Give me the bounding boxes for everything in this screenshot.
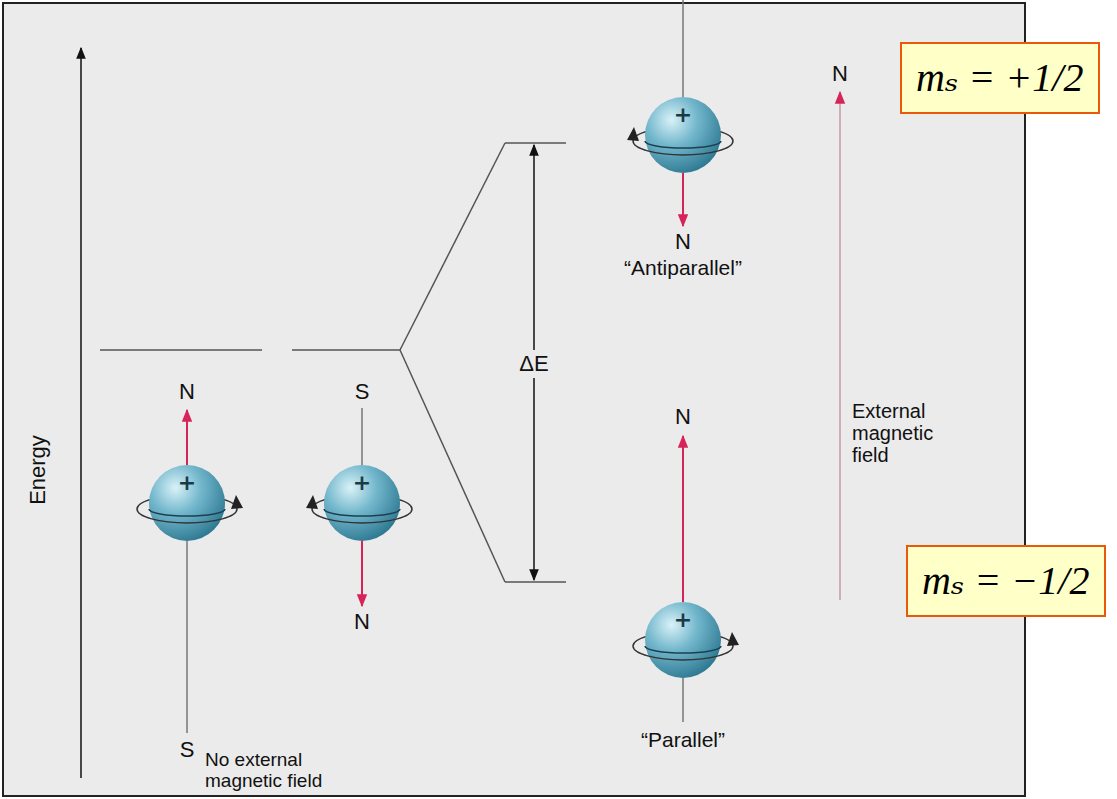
spin-axis [682, 678, 684, 722]
spin-sphere: + [645, 602, 721, 678]
state-label: “Parallel” [641, 728, 725, 751]
spin-axis [361, 408, 363, 465]
pole-label: N [354, 610, 370, 634]
pole-label: S [355, 380, 370, 404]
equator [645, 141, 721, 148]
axis-label: Energy [26, 435, 50, 505]
charge-sign: + [645, 97, 721, 127]
magnetic-moment-arrow [186, 410, 188, 465]
energy-level [505, 142, 566, 144]
energy-level [505, 581, 566, 583]
split-line [400, 350, 505, 582]
equator [645, 646, 721, 653]
rotation-arc [137, 509, 237, 523]
equator [149, 509, 225, 516]
rotation-arrowhead [306, 495, 318, 509]
spin-axis [682, 0, 684, 97]
quantum-number-box: mₛ = −1/2 [906, 545, 1106, 617]
pole-label: S [180, 738, 195, 762]
field-label: External magnetic field [852, 400, 964, 466]
caption-label: No external magnetic field [205, 750, 355, 792]
rotation-arrowhead [627, 127, 639, 141]
split-line [400, 143, 505, 350]
rotation-arrowhead [727, 632, 739, 646]
sphere-body [324, 465, 400, 541]
charge-sign: + [645, 602, 721, 632]
charge-sign: + [149, 465, 225, 495]
energy-axis [80, 48, 82, 778]
pole-label: N [832, 62, 848, 86]
frame [3, 3, 1025, 796]
rotation-arc [633, 646, 733, 660]
equator [324, 509, 400, 516]
charge-sign: + [324, 465, 400, 495]
sphere-body [645, 602, 721, 678]
energy-gap-label: ΔE [516, 350, 551, 378]
pole-label: N [179, 380, 195, 404]
state-label: “Antiparallel” [624, 256, 742, 279]
spin-quantum-number: mₛ = −1/2 [922, 557, 1090, 605]
spin-axis [186, 541, 188, 733]
magnetic-moment-arrow [361, 541, 363, 606]
magnetic-moment-arrow [682, 173, 684, 226]
rotation-arc [633, 141, 733, 155]
pole-label: N [675, 405, 691, 429]
energy-level [292, 349, 400, 351]
pole-label: N [675, 230, 691, 254]
quantum-number-box: mₛ = +1/2 [900, 42, 1100, 114]
spin-sphere: + [324, 465, 400, 541]
magnetic-moment-arrow [682, 436, 684, 602]
spin-quantum-number: mₛ = +1/2 [916, 54, 1084, 102]
spin-sphere: + [645, 97, 721, 173]
sphere-body [645, 97, 721, 173]
rotation-arc [312, 509, 412, 523]
rotation-arrowhead [231, 495, 243, 509]
field-arrow [839, 92, 841, 600]
energy-level [100, 349, 262, 351]
spin-sphere: + [149, 465, 225, 541]
sphere-body [149, 465, 225, 541]
